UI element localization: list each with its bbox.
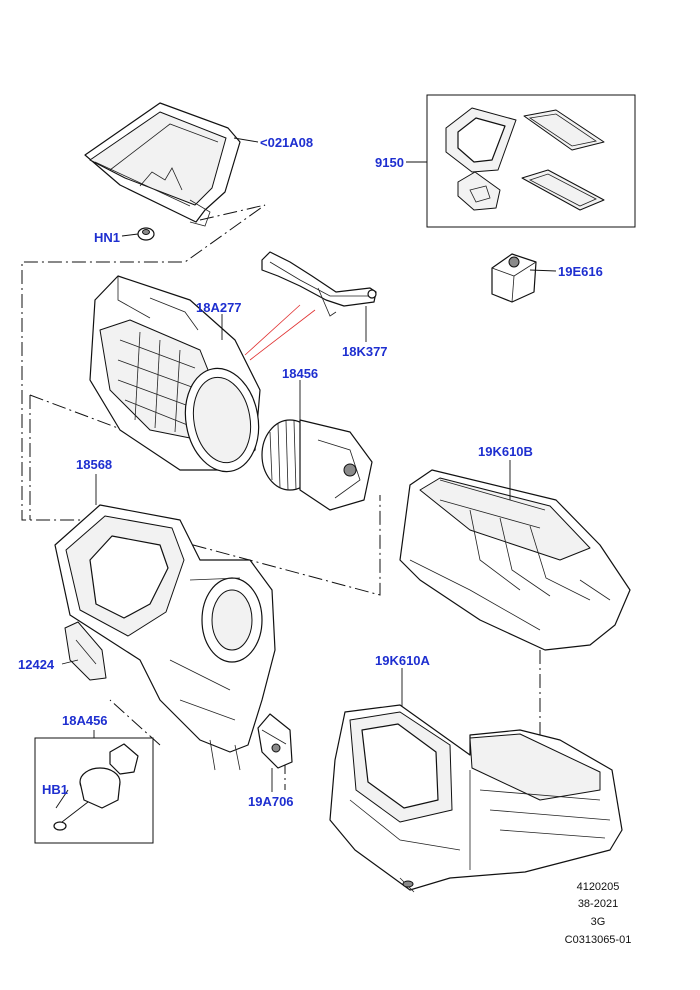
- bracket: [261, 251, 377, 317]
- reference-line-1: 4120205: [577, 881, 620, 893]
- heater-case-upper: [399, 469, 631, 651]
- blower-housing: [89, 275, 261, 473]
- callout-19a706: 19A706: [248, 794, 294, 809]
- callout-19k610a: 19K610A: [375, 653, 431, 668]
- callout-18a277: 18A277: [196, 300, 242, 315]
- heater-case-lower: [329, 704, 623, 893]
- control-module: [257, 713, 293, 769]
- fitment-line-1: [244, 304, 301, 356]
- reference-line-3: 3G: [591, 916, 606, 928]
- fitment-line-2: [249, 309, 316, 361]
- callout-18456: 18456: [282, 366, 318, 381]
- callout-19e616: 19E616: [558, 264, 603, 279]
- blower-inlet-housing: [54, 504, 276, 771]
- leader-lines: [55, 137, 557, 809]
- callout-18a456: 18A456: [62, 713, 108, 728]
- gasket: [64, 621, 107, 681]
- callout-9150: 9150: [375, 155, 404, 170]
- callout-021a08: <021A08: [260, 135, 313, 150]
- bolt-hb1: [53, 801, 89, 831]
- reference-line-2: 38-2021: [578, 898, 618, 910]
- actuator-motor: [491, 253, 537, 303]
- callout-12424: 12424: [18, 657, 55, 672]
- air-filter-housing: [84, 102, 241, 227]
- callout-18568: 18568: [76, 457, 112, 472]
- callout-19k610b: 19K610B: [478, 444, 533, 459]
- callout-18k377: 18K377: [342, 344, 388, 359]
- callout-hb1: HB1: [42, 782, 68, 797]
- seal-kit-box: [426, 94, 636, 228]
- reference-line-4: C0313065-01: [565, 934, 632, 946]
- reference-block: 4120205 38-2021 3G C0313065-01: [565, 881, 632, 946]
- blower-motor: [261, 419, 373, 511]
- callout-labels: <021A08 HN1 9150 19E616 18A277 18K377 18…: [18, 135, 603, 809]
- callout-hn1: HN1: [94, 230, 120, 245]
- nut-hn1: [137, 227, 155, 241]
